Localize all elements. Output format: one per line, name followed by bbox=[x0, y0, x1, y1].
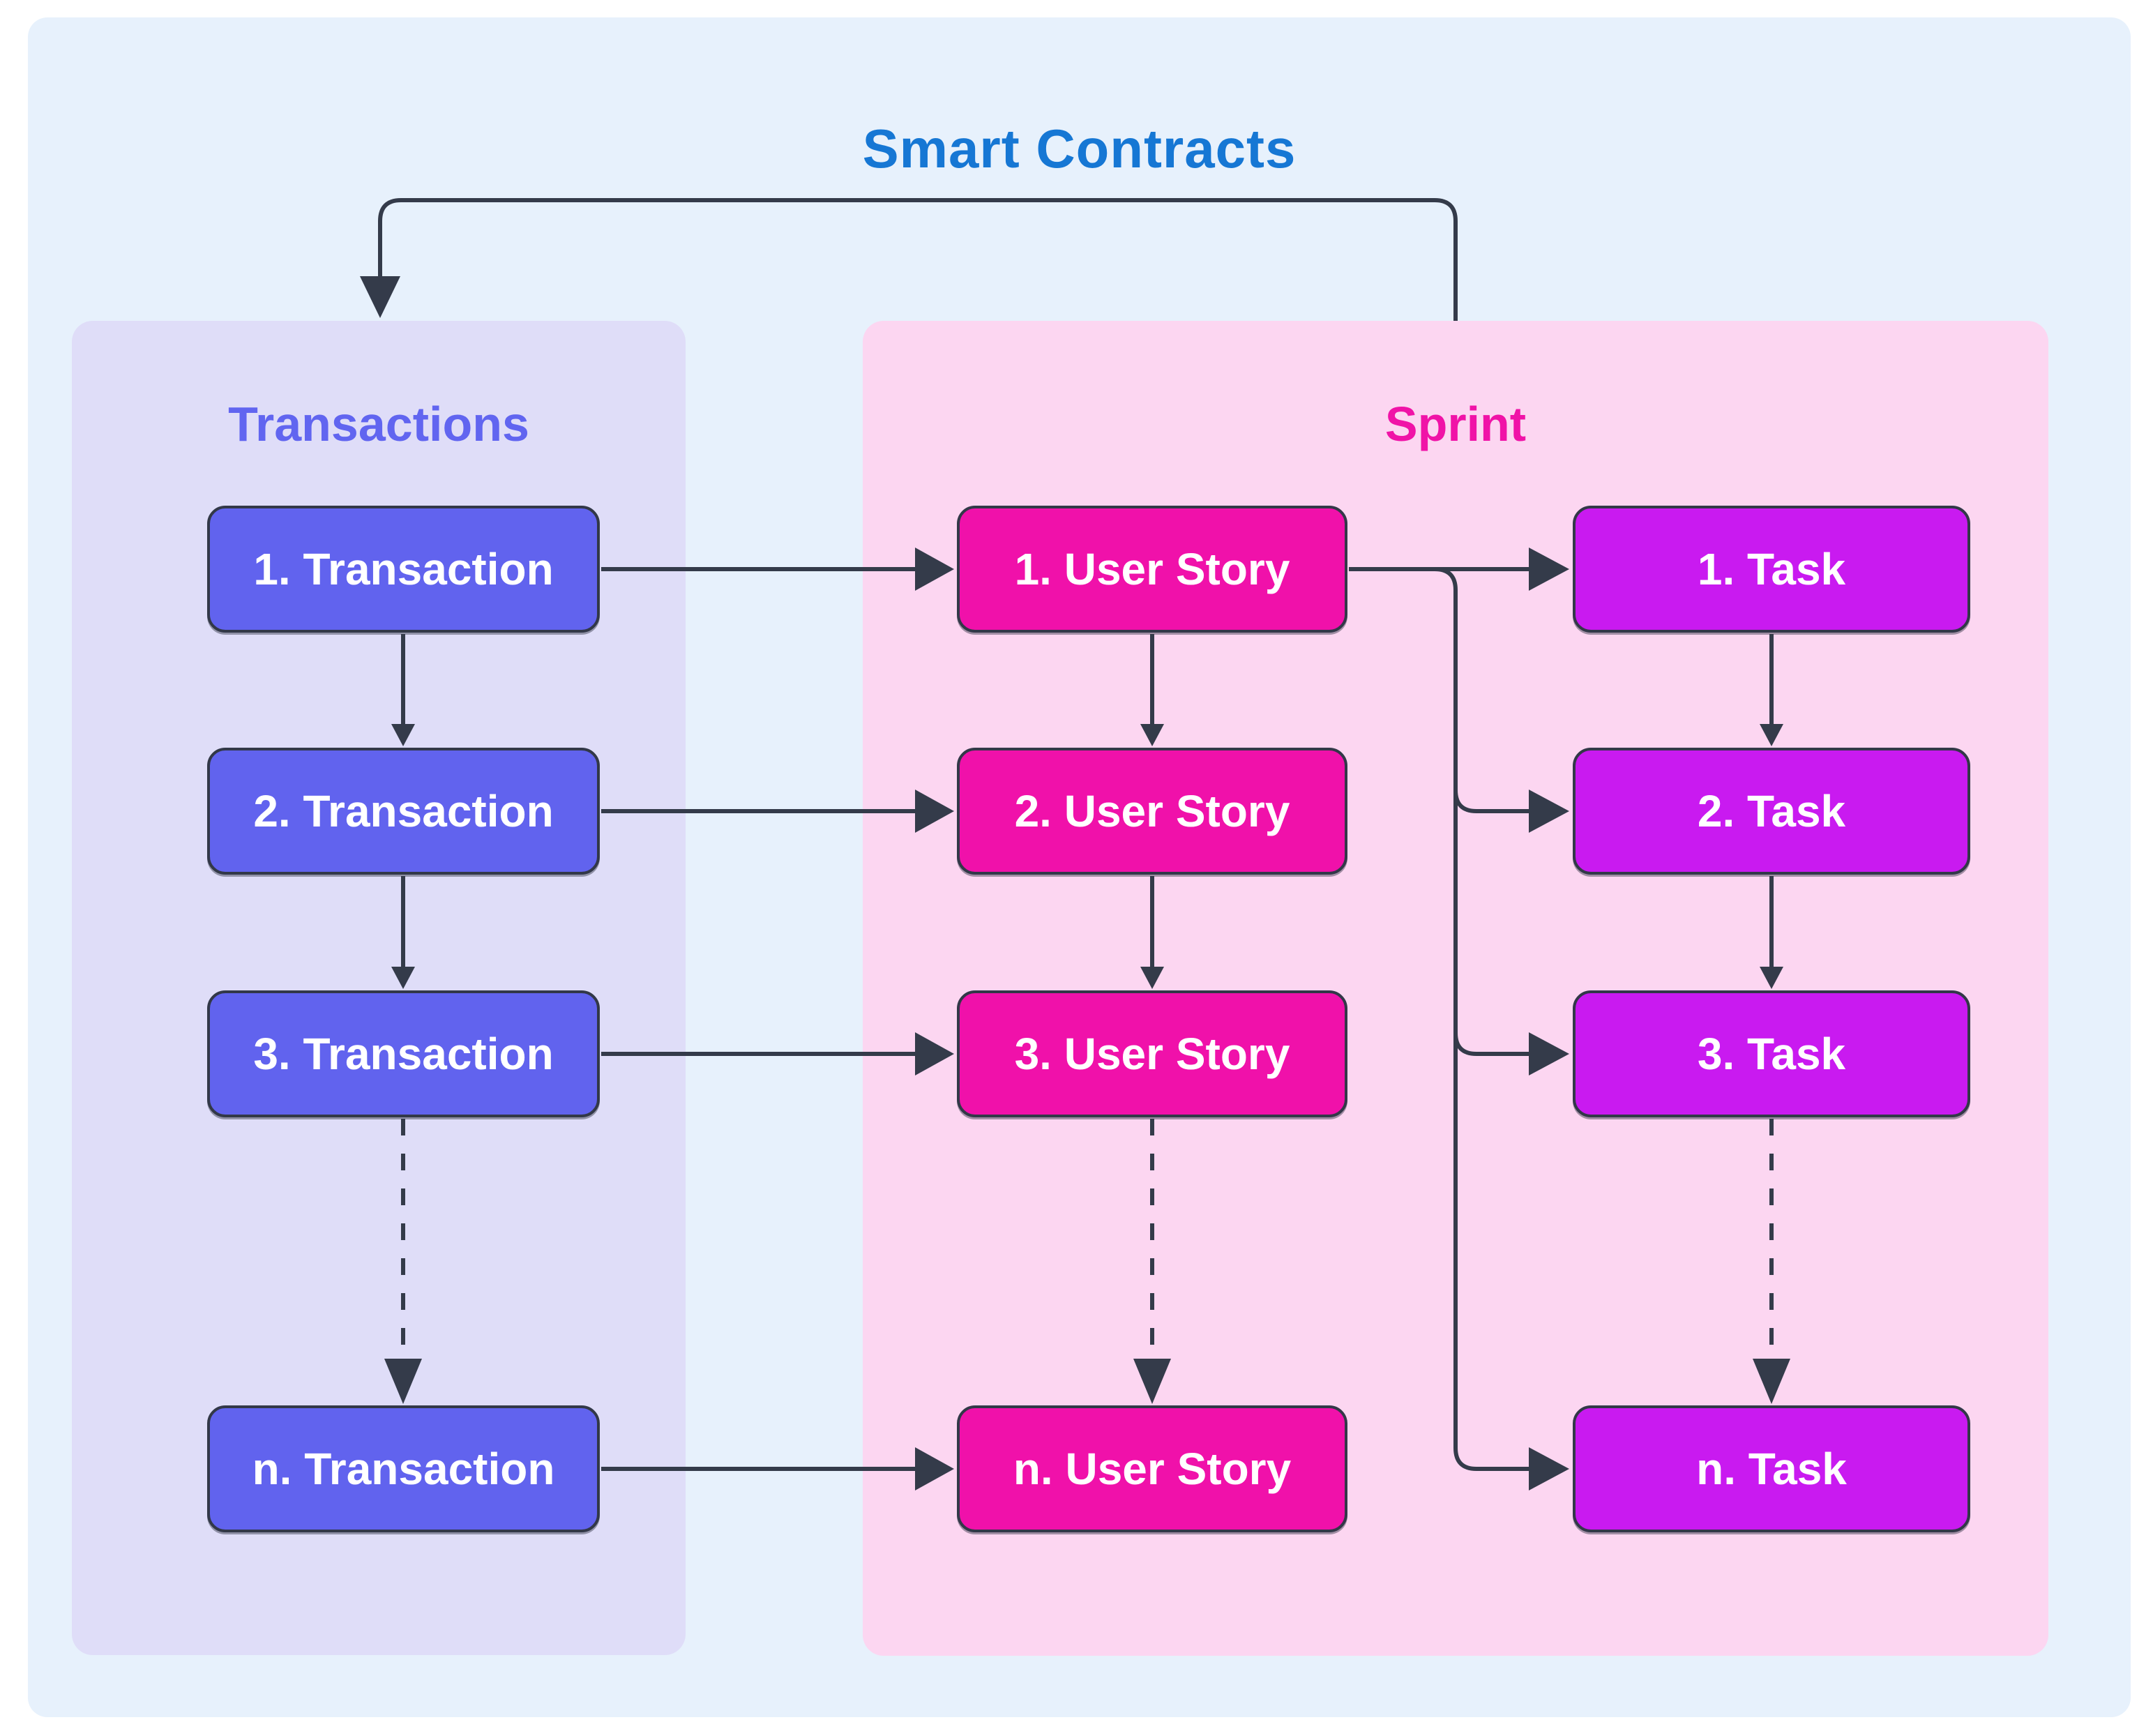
user-story-node-n: n. User Story bbox=[957, 1405, 1347, 1532]
transaction-node-2: 2. Transaction bbox=[207, 748, 600, 875]
transactions-group-label: Transactions bbox=[228, 397, 529, 451]
user-story-node-1: 1. User Story bbox=[957, 506, 1347, 633]
user-story-node-2: 2. User Story bbox=[957, 748, 1347, 875]
task-node-n: n. Task bbox=[1573, 1405, 1970, 1532]
user-story-node-3: 3. User Story bbox=[957, 990, 1347, 1117]
transaction-node-3: 3. Transaction bbox=[207, 990, 600, 1117]
task-node-1: 1. Task bbox=[1573, 506, 1970, 633]
task-node-2: 2. Task bbox=[1573, 748, 1970, 875]
diagram-title: Smart Contracts bbox=[862, 118, 1297, 179]
sprint-group-label: Sprint bbox=[1384, 397, 1527, 451]
transaction-node-n: n. Transaction bbox=[207, 1405, 600, 1532]
transaction-node-1: 1. Transaction bbox=[207, 506, 600, 633]
task-node-3: 3. Task bbox=[1573, 990, 1970, 1117]
